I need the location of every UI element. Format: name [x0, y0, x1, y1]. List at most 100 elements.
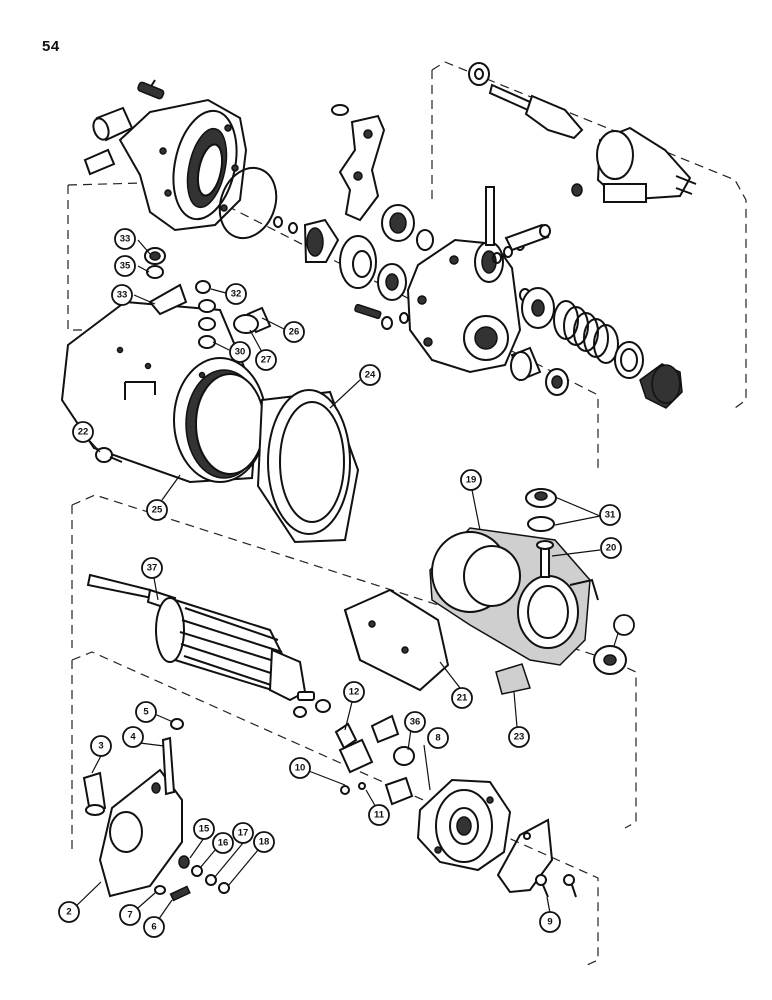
screws: [535, 874, 577, 898]
solenoid-parts: [468, 62, 697, 203]
brush-holder-assembly: [293, 699, 415, 806]
commutator-end-frame: [416, 778, 512, 872]
callout-20: 20: [600, 537, 622, 559]
group-outline-end-frame: [71, 651, 599, 967]
svg-text:10: 10: [295, 763, 306, 774]
callout-31: 33: [111, 284, 133, 306]
callout-27: 27: [255, 349, 277, 371]
svg-text:17: 17: [238, 828, 249, 839]
svg-text:8: 8: [435, 733, 440, 744]
plunger-pin: [504, 223, 551, 252]
svg-text:23: 23: [514, 732, 525, 743]
drive-pinion: [273, 216, 407, 301]
drive-end-housing: [83, 79, 248, 232]
callout-30: 32: [225, 283, 247, 305]
bushing-b-bore: [551, 375, 563, 389]
svg-text:25: 25: [152, 505, 163, 516]
plunger-boot: [639, 363, 683, 409]
svg-text:2: 2: [66, 907, 71, 918]
terminal-stud: [536, 540, 554, 578]
svg-text:4: 4: [130, 732, 136, 743]
callout-24: 24: [359, 364, 381, 386]
callout-11: 11: [368, 804, 390, 826]
seal-ring: [614, 341, 644, 379]
svg-text:33: 33: [120, 234, 131, 245]
svg-text:20: 20: [606, 543, 617, 554]
end-bushing: [593, 645, 627, 675]
svg-text:27: 27: [261, 355, 272, 366]
insulator-plate: [495, 663, 531, 695]
dowel-pin: [161, 718, 184, 796]
callout-28: 31: [599, 504, 621, 526]
brush-spring-clip: [496, 818, 554, 894]
bearing-bore: [389, 212, 407, 234]
group-outline-solenoid: [431, 61, 747, 409]
callout-9: 9: [539, 911, 561, 933]
svg-text:7: 7: [127, 910, 132, 921]
page-number: 54: [42, 38, 60, 55]
callout-7: 7: [119, 904, 141, 926]
svg-text:22: 22: [78, 427, 89, 438]
svg-text:32: 32: [231, 289, 242, 300]
terminal-hardware: [144, 247, 272, 349]
svg-text:37: 37: [147, 563, 158, 574]
callout-3: 3: [90, 735, 112, 757]
callout-29: 30: [229, 341, 251, 363]
callout-17: 17: [232, 822, 254, 844]
callout-33: 33: [114, 228, 136, 250]
callout-19: 19: [460, 469, 482, 491]
callout-10: 10: [289, 757, 311, 779]
svg-text:36: 36: [410, 717, 421, 728]
svg-text:15: 15: [199, 824, 210, 835]
callout-32: 35: [114, 255, 136, 277]
callout-22: 22: [72, 421, 94, 443]
svg-text:16: 16: [218, 838, 229, 849]
callout-12: 12: [343, 681, 365, 703]
return-spring: [553, 300, 619, 364]
callout-25: 25: [146, 499, 168, 521]
svg-text:12: 12: [349, 687, 360, 698]
bolt-small: [354, 303, 409, 330]
callout-36: 36: [404, 711, 426, 733]
bushing-a: [510, 346, 542, 382]
callout-6: 6: [143, 916, 165, 938]
group-outline-frame: [71, 494, 637, 829]
callout-35: 37: [141, 557, 163, 579]
callout-18: 18: [253, 831, 275, 853]
callout-4: 4: [122, 726, 144, 748]
callout-37: [613, 614, 635, 636]
end-cap-hardware: [154, 855, 230, 902]
svg-text:5: 5: [143, 707, 149, 718]
intermediate-housing: [406, 238, 522, 374]
leader-lines: [71, 239, 622, 927]
terminal-insulators: [525, 488, 557, 532]
callout-15: 15: [193, 818, 215, 840]
armature: [86, 573, 315, 702]
callout-2: 2: [58, 901, 80, 923]
callout-26: 26: [283, 321, 305, 343]
svg-text:19: 19: [466, 475, 477, 486]
callout-21: 21: [451, 687, 473, 709]
callouts: 33 35 33 32 26 27 30 24 22 25 19 31 20 3…: [58, 228, 635, 938]
svg-text:3: 3: [98, 741, 103, 752]
svg-text:35: 35: [120, 261, 131, 272]
washer-spring-seat: [521, 287, 555, 329]
svg-text:6: 6: [151, 922, 156, 933]
callout-8: 8: [427, 727, 449, 749]
callout-23: 23: [508, 726, 530, 748]
svg-text:18: 18: [259, 837, 270, 848]
armature-windings: [179, 607, 285, 687]
svg-text:9: 9: [547, 917, 552, 928]
o-ring: [218, 166, 278, 240]
svg-text:26: 26: [289, 327, 300, 338]
plug: [82, 771, 107, 816]
field-insulator-band: [256, 389, 360, 544]
svg-text:30: 30: [235, 347, 246, 358]
field-coils: [429, 527, 599, 666]
pivot-pin: [485, 186, 495, 246]
svg-text:24: 24: [365, 370, 376, 381]
small-o-ring: [416, 229, 434, 251]
svg-text:31: 31: [605, 510, 616, 521]
svg-text:11: 11: [374, 810, 385, 821]
